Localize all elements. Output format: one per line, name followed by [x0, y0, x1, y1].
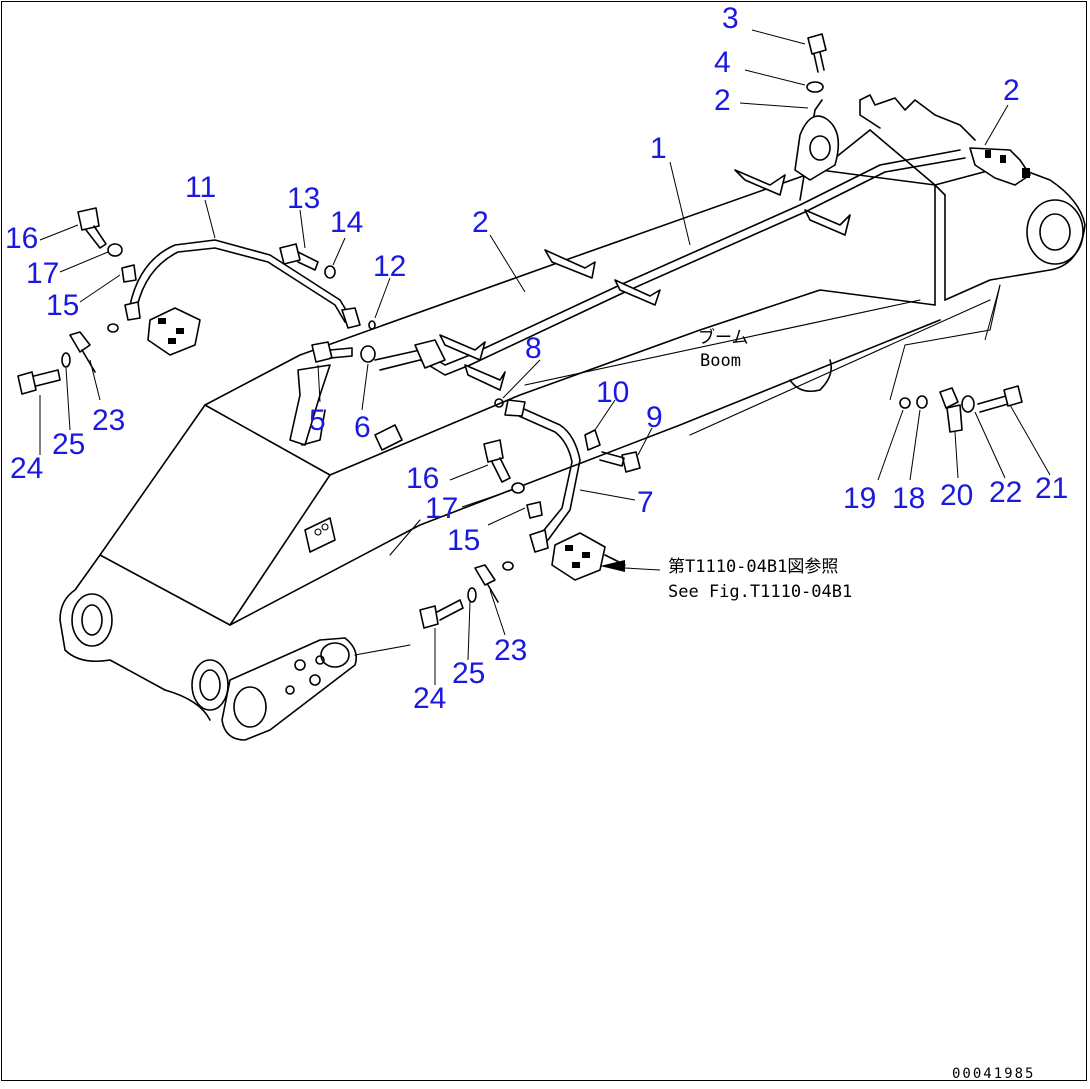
- callout-23-mid: 23: [494, 634, 527, 667]
- boom-label-en: Boom: [700, 351, 741, 371]
- callout-6: 6: [354, 411, 371, 444]
- callout-8: 8: [525, 332, 542, 365]
- callout-24-left: 24: [10, 452, 43, 485]
- callout-18: 18: [892, 482, 925, 515]
- callout-17-left: 17: [26, 257, 59, 290]
- reference-note-en: See Fig.T1110-04B1: [668, 582, 852, 602]
- callout-12: 12: [373, 250, 406, 283]
- callout-24-mid: 24: [413, 682, 446, 715]
- leader-lines: [39, 29, 1051, 685]
- callout-15-left: 15: [46, 289, 79, 322]
- boom-label-jp: ブーム: [698, 327, 749, 348]
- callout-21: 21: [1035, 472, 1068, 505]
- callout-11: 11: [185, 171, 216, 204]
- boom-structure: [59, 94, 1086, 741]
- callout-16-left: 16: [5, 222, 38, 255]
- callout-1: 1: [650, 132, 667, 165]
- callout-10: 10: [596, 376, 629, 409]
- callout-17-mid: 17: [425, 492, 458, 525]
- callout-25-mid: 25: [452, 657, 485, 690]
- drawing-number: 00041985: [952, 1066, 1035, 1082]
- callout-3: 3: [722, 2, 739, 35]
- callout-23-left: 23: [92, 404, 125, 437]
- reference-arrow: [600, 560, 625, 572]
- callout-2-right: 2: [1003, 74, 1020, 107]
- callout-9: 9: [646, 401, 663, 434]
- callout-7: 7: [637, 486, 654, 519]
- callout-15-mid: 15: [447, 524, 480, 557]
- callout-14: 14: [330, 206, 363, 239]
- callout-numbers: 3 4 2 2 1 2 11 13 14 12 16 17 15 8 10 9 …: [5, 2, 1068, 715]
- callout-2-top: 2: [714, 84, 731, 117]
- clamps-fittings: [124, 115, 1031, 581]
- callout-5: 5: [309, 404, 326, 437]
- callout-13: 13: [287, 182, 320, 215]
- callout-19: 19: [843, 482, 876, 515]
- callout-16-mid: 16: [406, 462, 439, 495]
- callout-25-left: 25: [52, 428, 85, 461]
- hardware-parts: [17, 33, 1023, 629]
- callout-20: 20: [940, 479, 973, 512]
- reference-note-jp: 第T1110-04B1図参照: [668, 557, 838, 577]
- hydraulic-piping: [129, 99, 966, 541]
- callout-2-mid: 2: [472, 206, 489, 239]
- callout-4: 4: [714, 46, 731, 79]
- callout-22: 22: [989, 476, 1022, 509]
